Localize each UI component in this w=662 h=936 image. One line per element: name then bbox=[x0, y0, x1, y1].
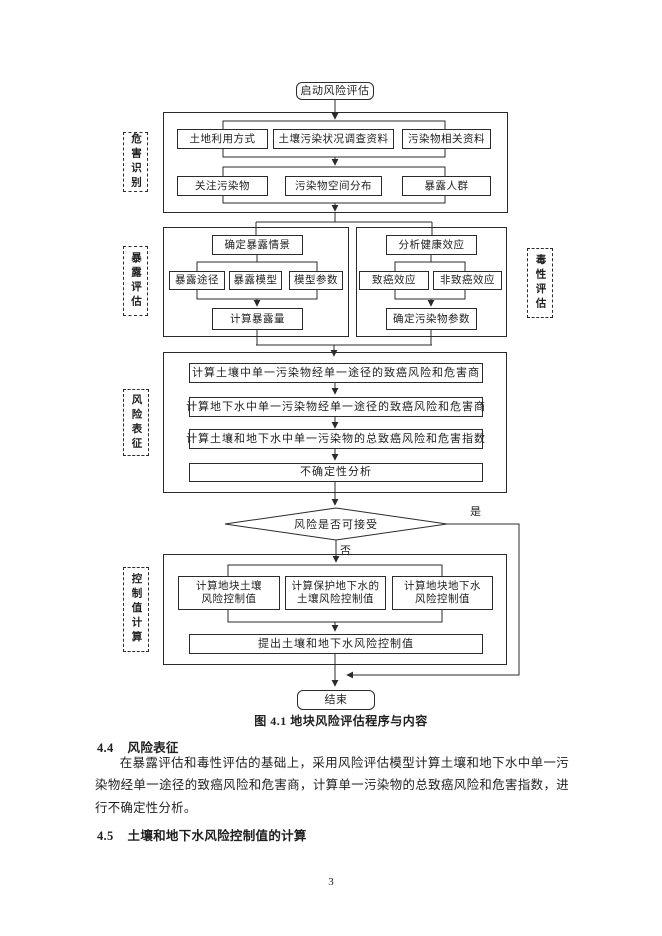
hazard-spatial-distribution-node: 污染物空间分布 bbox=[285, 176, 382, 196]
section-title: 风险表征 bbox=[127, 741, 179, 755]
flow-start-node: 启动风险评估 bbox=[296, 82, 374, 100]
section-heading-4-4: 4.4 风险表征 bbox=[97, 737, 179, 756]
hazard-pollutants-of-concern-node: 关注污染物 bbox=[177, 176, 268, 196]
section-number: 4.5 bbox=[97, 829, 114, 843]
uncertainty-analysis-node: 不确定性分析 bbox=[189, 463, 483, 482]
exposure-assessment-container bbox=[163, 227, 349, 337]
risk-groundwater-single-node: 计算地下水中单一污染物经单一途径的致癌风险和危害商 bbox=[186, 397, 485, 417]
page-number: 3 bbox=[328, 876, 334, 888]
groundwater-protect-line2: 土壤风险控制值 bbox=[297, 594, 374, 605]
flow-end-node: 结束 bbox=[297, 690, 375, 710]
risk-total-node: 计算土壤和地下水中单一污染物的总致癌风险和危害指数 bbox=[186, 429, 485, 449]
section-number: 4.4 bbox=[97, 741, 114, 755]
section-title: 土壤和地下水风险控制值的计算 bbox=[127, 829, 307, 843]
exposure-model-node: 暴露模型 bbox=[229, 271, 282, 290]
decision-no-label: 否 bbox=[340, 545, 351, 557]
groundwater-control-line1: 计算地块地下水 bbox=[404, 581, 481, 592]
stage-label-risk-characterization: 风险表征 bbox=[123, 389, 149, 456]
risk-soil-single-node: 计算土壤中单一污染物经单一途径的致癌风险和危害商 bbox=[189, 363, 483, 383]
risk-acceptable-decision: 风险是否可接受 bbox=[294, 519, 378, 531]
exposure-scenario-node: 确定暴露情景 bbox=[212, 235, 303, 255]
soil-control-value-line1: 计算地块土壤 bbox=[196, 581, 262, 592]
figure-caption: 图 4.1 地块风险评估程序与内容 bbox=[254, 714, 428, 728]
hazard-pollutant-data-node: 污染物相关资料 bbox=[402, 129, 491, 149]
control-value-container bbox=[163, 554, 507, 665]
decision-yes-label: 是 bbox=[470, 506, 481, 518]
hazard-survey-data-node: 土壤污染状况调查资料 bbox=[273, 129, 394, 149]
exposure-pathway-node: 暴露途径 bbox=[169, 271, 225, 290]
stage-label-hazard-identification: 危害识别 bbox=[123, 132, 148, 192]
toxicity-assessment-container bbox=[356, 227, 507, 337]
pollutant-parameters-node: 确定污染物参数 bbox=[386, 308, 477, 330]
hazard-land-use-node: 土地利用方式 bbox=[177, 129, 268, 149]
propose-control-values-node: 提出土壤和地下水风险控制值 bbox=[189, 634, 483, 654]
health-effects-node: 分析健康效应 bbox=[386, 235, 477, 255]
groundwater-control-line2: 风险控制值 bbox=[415, 594, 470, 605]
hazard-identification-container bbox=[163, 112, 508, 213]
stage-label-control-value-calc: 控制值计算 bbox=[123, 567, 149, 652]
soil-control-value-node: 计算地块土壤 风险控制值 bbox=[178, 576, 280, 610]
soil-control-value-line2: 风险控制值 bbox=[201, 594, 257, 605]
stage-label-toxicity-assessment: 毒性评估 bbox=[527, 248, 553, 318]
groundwater-protect-line1: 计算保护地下水的 bbox=[291, 581, 380, 592]
section-4-4-paragraph: 在暴露评估和毒性评估的基础上，采用风险评估模型计算土壤和地下水中单一污染物经单一… bbox=[95, 756, 569, 815]
groundwater-control-value-node: 计算地块地下水 风险控制值 bbox=[392, 576, 493, 610]
carcinogenic-effect-node: 致癌效应 bbox=[359, 271, 429, 290]
stage-label-exposure-assessment: 暴露评估 bbox=[123, 246, 148, 316]
calculate-exposure-node: 计算暴露量 bbox=[212, 308, 303, 330]
hazard-exposed-population-node: 暴露人群 bbox=[402, 176, 491, 196]
section-heading-4-5: 4.5 土壤和地下水风险控制值的计算 bbox=[97, 825, 307, 844]
non-carcinogenic-effect-node: 非致癌效应 bbox=[433, 271, 502, 290]
groundwater-protect-control-value-node: 计算保护地下水的 土壤风险控制值 bbox=[285, 576, 386, 610]
model-parameters-node: 模型参数 bbox=[289, 271, 343, 290]
